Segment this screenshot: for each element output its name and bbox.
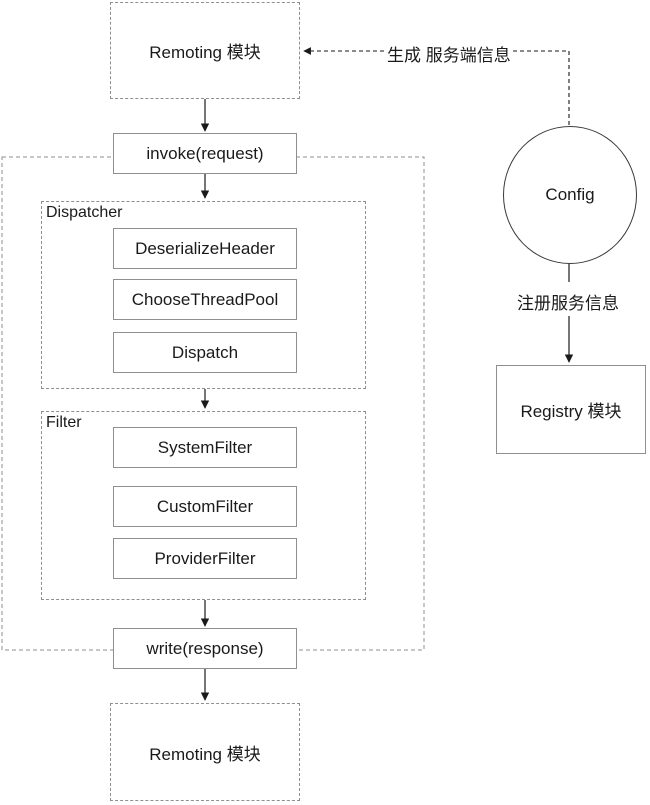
edge-label-generate-server-info: 生成 服务端信息 (387, 41, 511, 66)
arrow-config-to-remoting (303, 47, 570, 125)
remoting-module-bottom: Remoting 模块 (110, 703, 300, 801)
custom-filter-box: CustomFilter (113, 486, 297, 527)
provider-filter-box: ProviderFilter (113, 538, 297, 579)
write-response-box: write(response) (113, 628, 297, 669)
deserialize-header-box: DeserializeHeader (113, 228, 297, 269)
dispatch-box: Dispatch (113, 332, 297, 373)
choose-thread-pool-box: ChooseThreadPool (113, 279, 297, 320)
edge-label-register-service-info: 注册服务信息 (517, 289, 619, 314)
registry-module-box: Registry 模块 (496, 365, 646, 454)
filter-group-label: Filter (46, 414, 82, 431)
filter-group: Filter (41, 411, 366, 600)
dispatcher-group: Dispatcher (41, 201, 366, 389)
remoting-module-top: Remoting 模块 (110, 2, 300, 99)
invoke-request-box: invoke(request) (113, 133, 297, 174)
dispatcher-group-label: Dispatcher (46, 204, 123, 221)
system-filter-box: SystemFilter (113, 427, 297, 468)
config-node: Config (503, 126, 637, 264)
